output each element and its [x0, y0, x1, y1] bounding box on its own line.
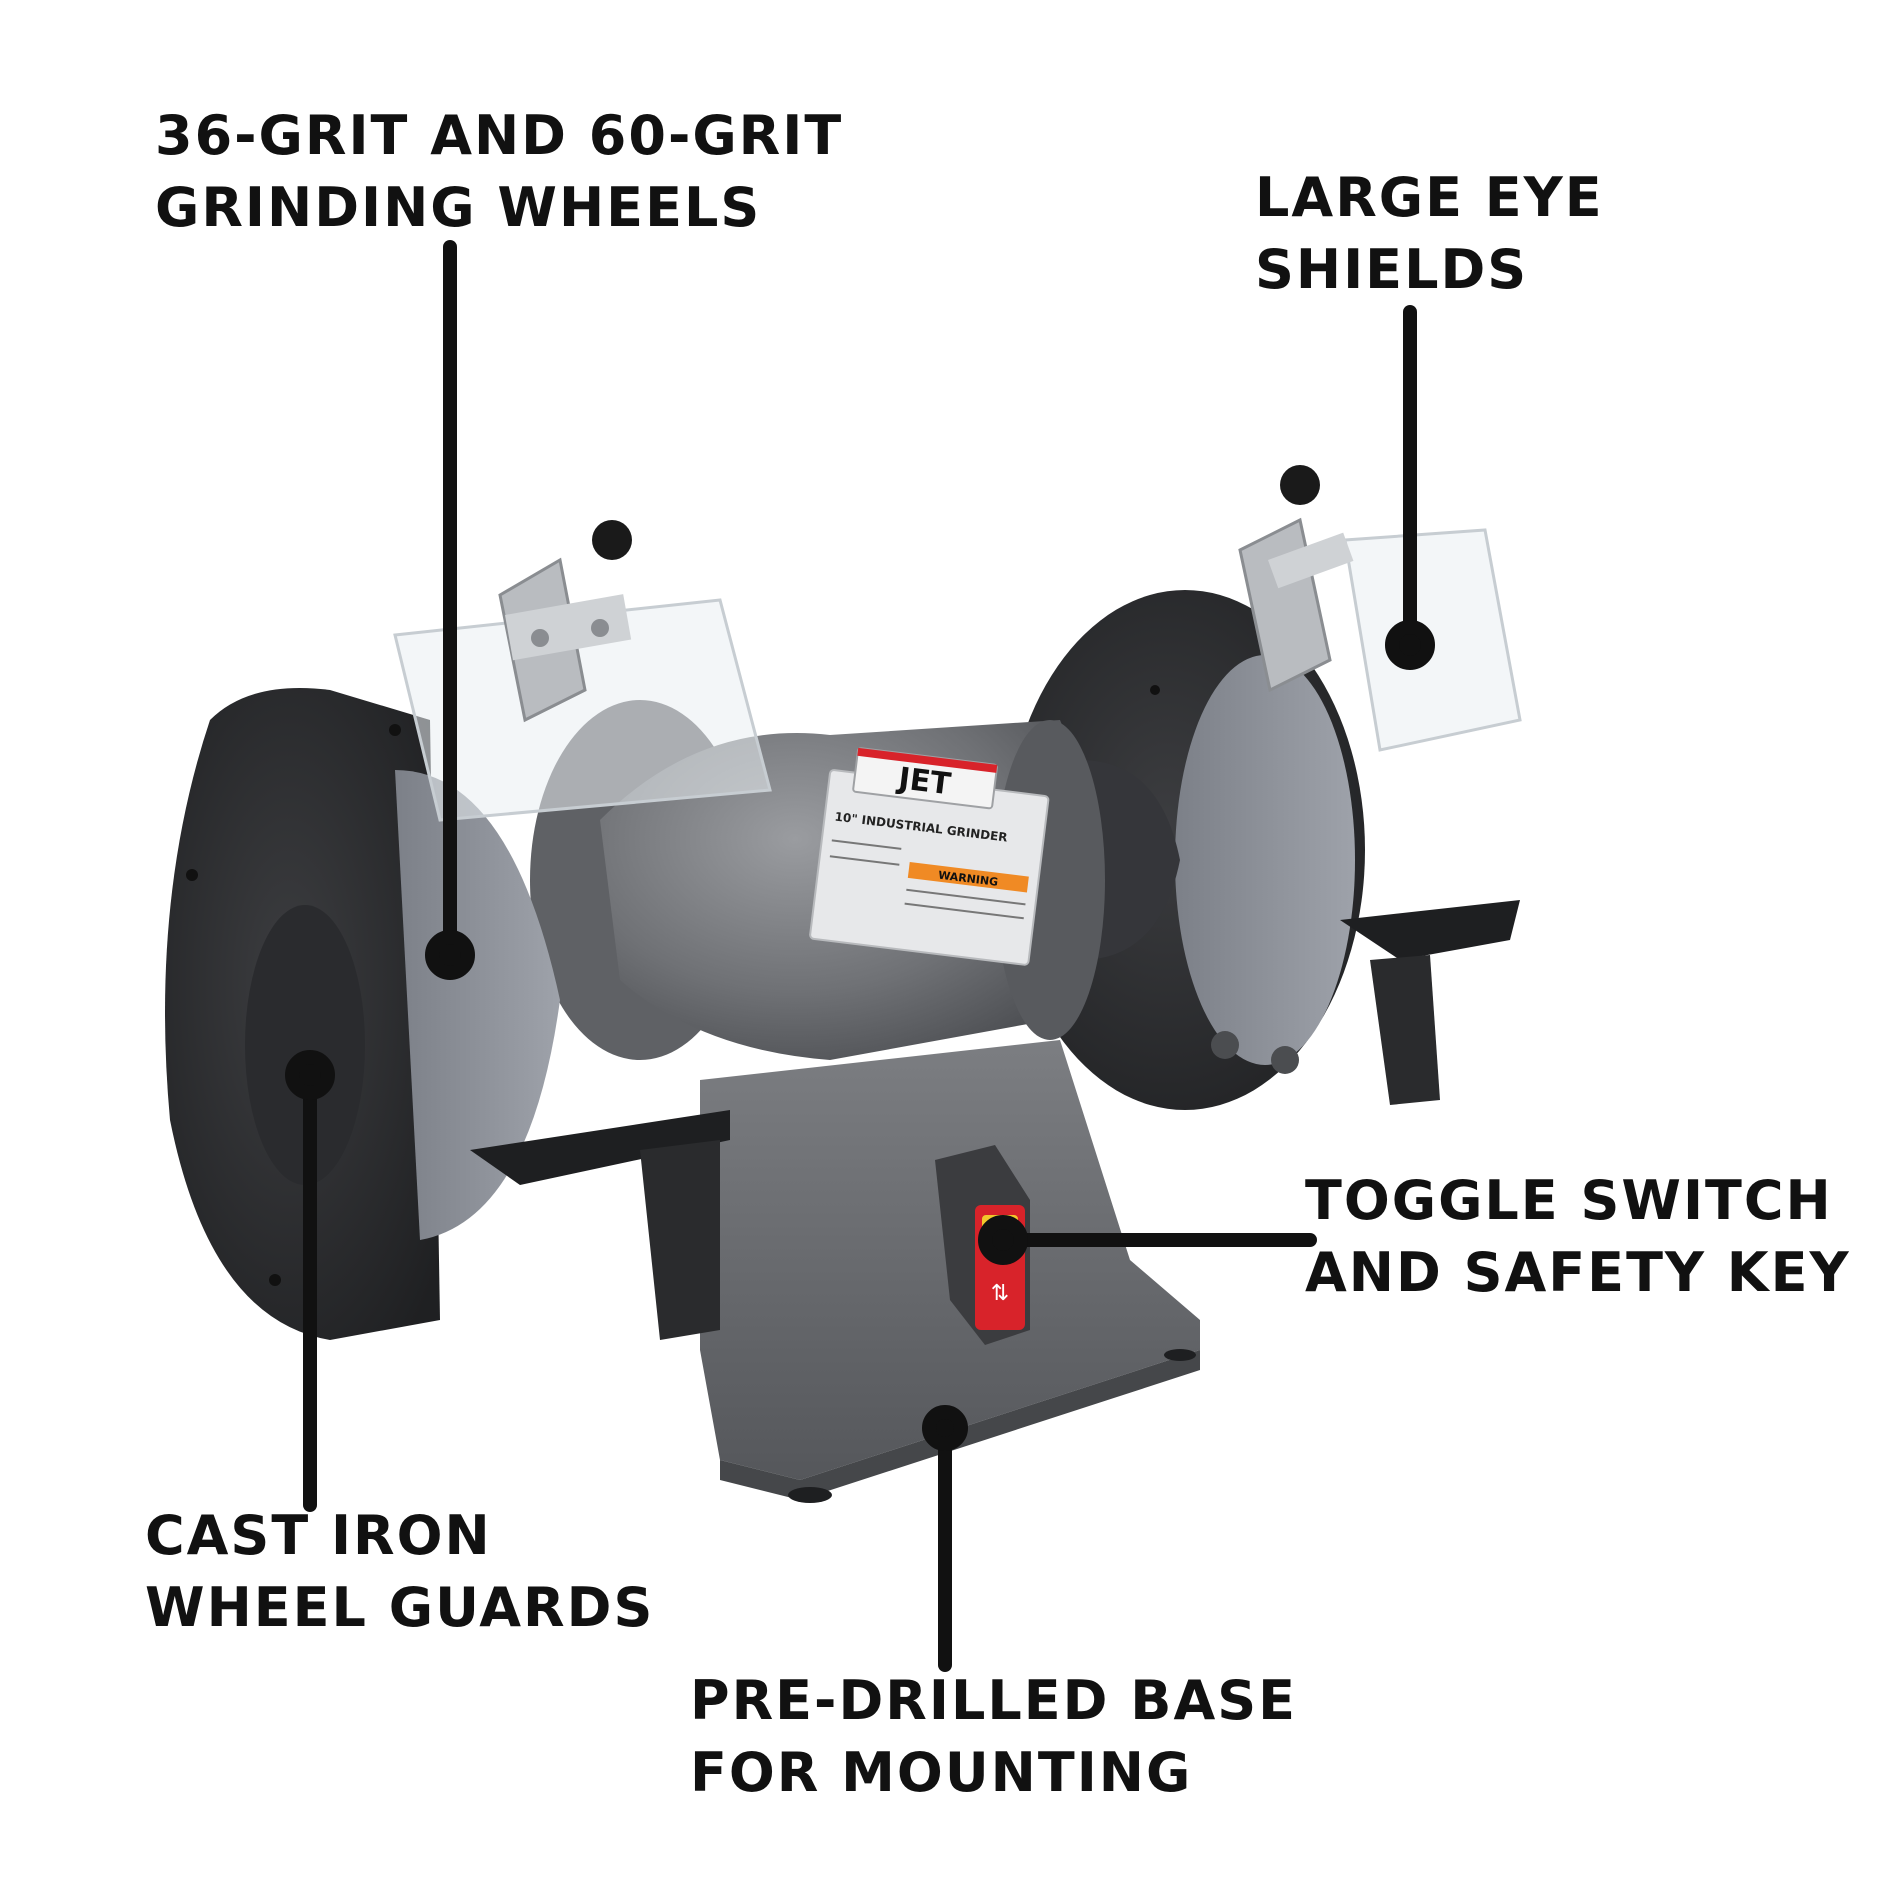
left-tool-rest [470, 1110, 730, 1340]
callout-grinding-wheels-line1: 36-GRIT AND 60-GRIT [155, 104, 844, 167]
leader-dot-wheels [425, 930, 475, 980]
callout-base: PRE-DRILLED BASE FOR MOUNTING [690, 1665, 1297, 1809]
arrow-up-icon: ⇅ [991, 1281, 1009, 1306]
right-tool-rest [1211, 900, 1520, 1105]
left-grinding-wheel [395, 770, 560, 1240]
nameplate: JET 10" INDUSTRIAL GRINDER WARNING [809, 747, 1050, 966]
callout-toggle-switch: TOGGLE SWITCH AND SAFETY KEY [1305, 1165, 1851, 1309]
callout-base-line1: PRE-DRILLED BASE [690, 1669, 1298, 1732]
left-shield-knob [592, 520, 632, 560]
right-wheel-guard [1005, 590, 1365, 1110]
callout-wheel-guards: CAST IRON WHEEL GUARDS [145, 1500, 654, 1644]
callout-leaders [285, 240, 1435, 1672]
brand-logo-text: JET [895, 761, 954, 802]
leader-dot-toggle [978, 1215, 1028, 1265]
callout-toggle-switch-line2: AND SAFETY KEY [1305, 1241, 1851, 1304]
callout-eye-shields: LARGE EYE SHIELDS [1255, 162, 1604, 306]
callout-eye-shields-line1: LARGE EYE [1255, 166, 1604, 229]
callout-grinding-wheels-line2: GRINDING WHEELS [155, 176, 762, 239]
callout-wheel-guards-line2: WHEEL GUARDS [145, 1576, 655, 1639]
callout-toggle-switch-line1: TOGGLE SWITCH [1305, 1169, 1833, 1232]
right-shield-knob [1280, 465, 1320, 505]
callout-grinding-wheels: 36-GRIT AND 60-GRIT GRINDING WHEELS [155, 100, 843, 244]
left-wheel-guard [165, 688, 560, 1340]
callout-wheel-guards-line1: CAST IRON [145, 1504, 492, 1567]
right-grinding-wheel [1175, 655, 1355, 1065]
leader-dot-shields [1385, 620, 1435, 670]
leader-dot-guards [285, 1050, 335, 1100]
right-spindle-housing [1080, 760, 1180, 960]
leader-dot-base [922, 1405, 968, 1451]
callout-base-line2: FOR MOUNTING [690, 1741, 1193, 1804]
left-eye-shield [393, 520, 772, 822]
callout-eye-shields-line2: SHIELDS [1255, 238, 1529, 301]
